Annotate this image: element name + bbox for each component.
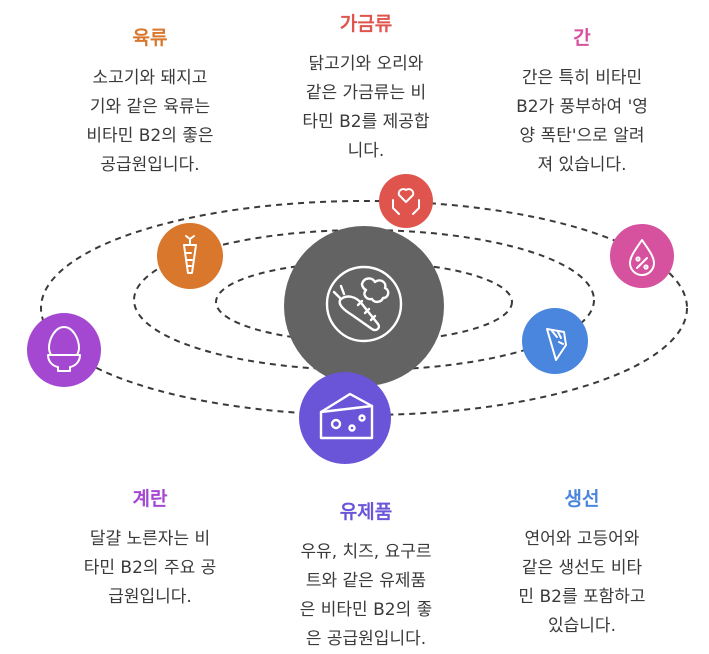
desc-line: 급원입니다. — [108, 587, 192, 607]
card-egg: 계란 달걀 노른자는 비 타민 B2의 주요 공 급원입니다. — [50, 487, 250, 612]
poultry-node — [379, 174, 433, 228]
desc-line: 양 폭탄'으로 알려 — [519, 126, 645, 146]
carrot-icon — [183, 235, 197, 274]
card-title: 계란 — [132, 488, 168, 510]
card-dairy: 유제품 우유, 치즈, 요구르 트와 같은 유제품 은 비타민 B2의 좋 은 … — [266, 500, 466, 654]
card-description: 연어와 고등어와 같은 생선도 비타 민 B2를 포함하고 있습니다. — [482, 525, 682, 641]
card-description: 소고기와 돼지고 기와 같은 육류는 비타민 B2의 좋은 공급원입니다. — [50, 64, 250, 180]
outer-orbit — [40, 200, 688, 416]
desc-line: 닭고기와 오리와 — [308, 54, 424, 74]
card-title: 간 — [573, 27, 591, 49]
desc-line: 타민 B2의 주요 공 — [83, 558, 217, 578]
center-hub — [284, 226, 444, 386]
desc-line: 타민 B2를 제공합 — [302, 112, 430, 132]
card-meat: 육류 소고기와 돼지고 기와 같은 육류는 비타민 B2의 좋은 공급원입니다. — [50, 26, 250, 180]
meat-node — [157, 223, 223, 289]
dairy-node — [299, 372, 391, 464]
wrap-icon — [546, 328, 567, 361]
card-description: 달걀 노른자는 비 타민 B2의 주요 공 급원입니다. — [50, 525, 250, 612]
desc-line: 은 비타민 B2의 좋 — [299, 600, 433, 620]
card-description: 간은 특히 비타민 B2가 풍부하여 '영 양 폭탄'으로 알려 져 있습니다. — [482, 64, 682, 180]
desc-line: 니다. — [347, 141, 385, 161]
inner-orbit — [215, 261, 513, 343]
desc-line: 비타민 B2의 좋은 — [86, 126, 214, 146]
desc-line: 기와 같은 육류는 — [89, 97, 211, 117]
desc-line: 연어와 고등어와 — [524, 529, 640, 549]
desc-line: 소고기와 돼지고 — [92, 68, 208, 88]
middle-orbit — [133, 229, 595, 371]
egg-node — [27, 313, 101, 387]
card-poultry: 가금류 닭고기와 오리와 같은 가금류는 비 타민 B2를 제공합 니다. — [266, 12, 466, 166]
desc-line: 있습니다. — [548, 616, 616, 636]
heart-hands-icon — [392, 188, 420, 215]
card-description: 우유, 치즈, 요구르 트와 같은 유제품 은 비타민 B2의 좋 은 공급원입… — [266, 538, 466, 654]
desc-line: 민 B2를 포함하고 — [518, 587, 646, 607]
card-fish: 생선 연어와 고등어와 같은 생선도 비타 민 B2를 포함하고 있습니다. — [482, 487, 682, 641]
card-title: 생선 — [564, 488, 600, 510]
liver-node — [610, 224, 674, 288]
desc-line: 같은 생선도 비타 — [521, 558, 643, 578]
desc-line: B2가 풍부하여 '영 — [516, 97, 648, 117]
desc-line: 트와 같은 유제품 — [305, 571, 427, 591]
cheese-icon — [319, 392, 374, 440]
card-description: 닭고기와 오리와 같은 가금류는 비 타민 B2를 제공합 니다. — [266, 50, 466, 166]
egg-cup-icon — [47, 326, 81, 372]
drop-percent-icon — [629, 239, 655, 276]
card-title: 육류 — [132, 27, 168, 49]
desc-line: 은 공급원입니다. — [305, 629, 427, 649]
desc-line: 간은 특히 비타민 — [521, 68, 643, 88]
desc-line: 공급원입니다. — [100, 155, 200, 175]
desc-line: 우유, 치즈, 요구르 — [300, 542, 432, 562]
card-liver: 간 간은 특히 비타민 B2가 풍부하여 '영 양 폭탄'으로 알려 져 있습니… — [482, 26, 682, 180]
desc-line: 져 있습니다. — [537, 155, 627, 175]
card-title: 가금류 — [339, 13, 393, 35]
food-icon — [325, 265, 403, 343]
desc-line: 같은 가금류는 비 — [305, 83, 427, 103]
desc-line: 달걀 노른자는 비 — [89, 529, 211, 549]
card-title: 유제품 — [339, 501, 393, 523]
fish-node — [522, 308, 588, 374]
